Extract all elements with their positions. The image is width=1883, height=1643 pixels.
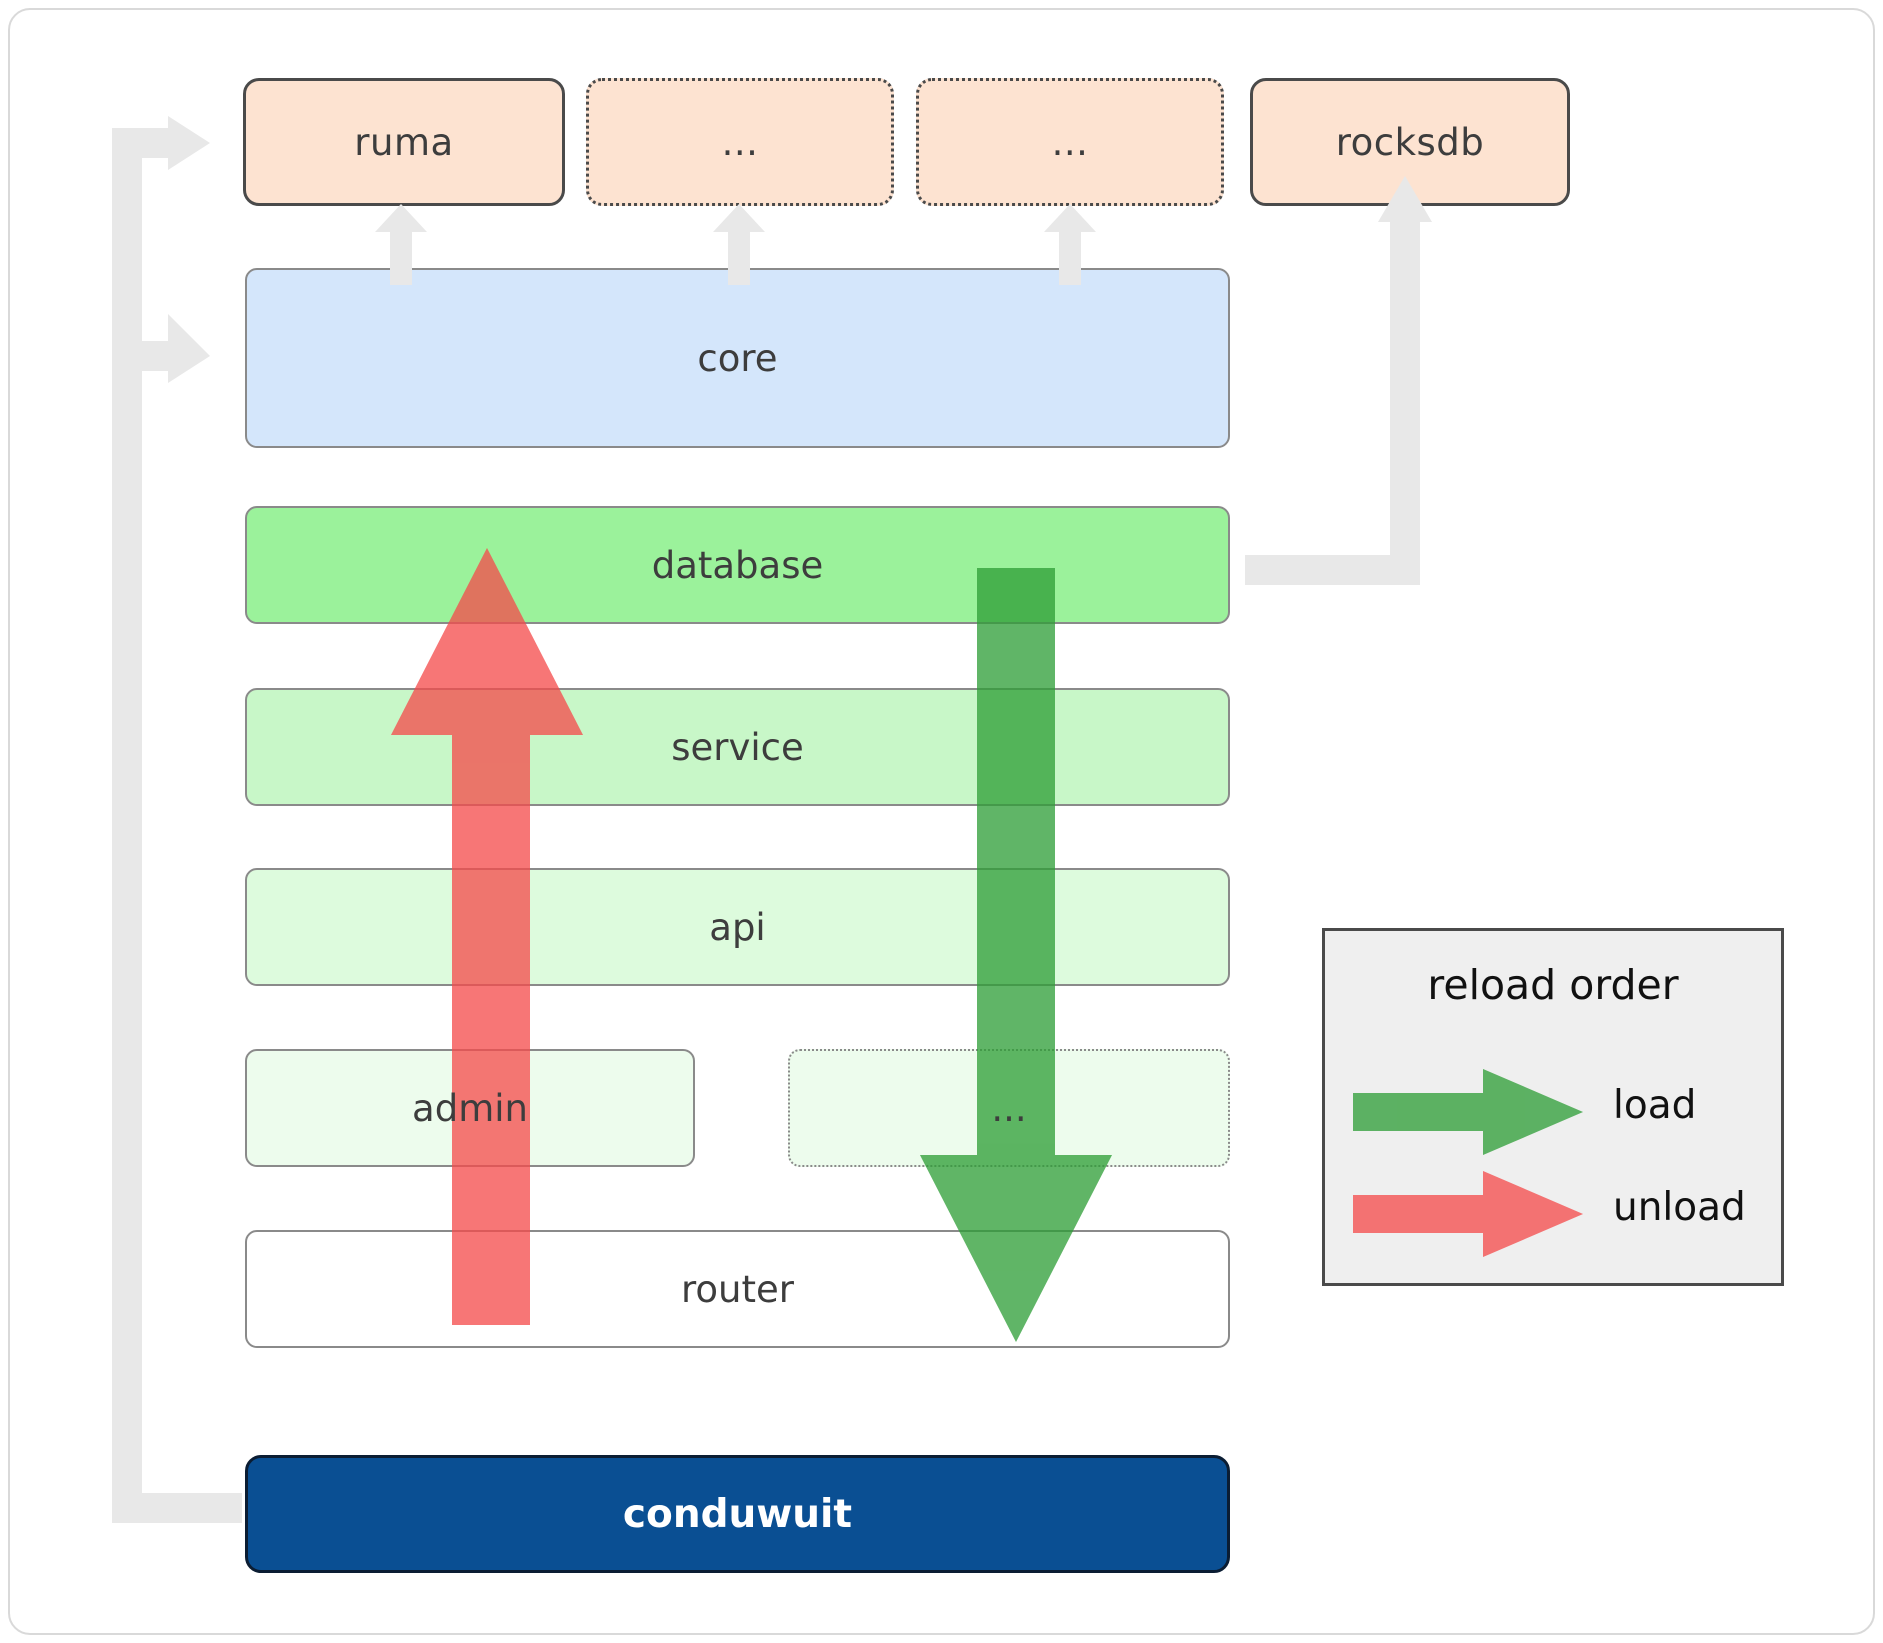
unload-arrow-icon — [1353, 1171, 1583, 1257]
layer-label: router — [681, 1267, 794, 1311]
legend-entry-unload: unload — [1325, 1169, 1781, 1259]
layer-box-api[interactable]: api — [245, 868, 1230, 986]
layer-box-conduwuit[interactable]: conduwuit — [245, 1455, 1230, 1573]
legend-panel: reload order load — [1322, 928, 1784, 1286]
layer-label: core — [697, 336, 778, 380]
dependency-box-more-2[interactable]: ... — [916, 78, 1224, 206]
load-arrow-icon — [1353, 1069, 1583, 1155]
dependency-label: ruma — [354, 120, 454, 164]
diagram-frame — [8, 8, 1875, 1635]
layer-label: ... — [991, 1086, 1027, 1130]
dependency-box-rocksdb[interactable]: rocksdb — [1250, 78, 1570, 206]
layer-box-database[interactable]: database — [245, 506, 1230, 624]
layer-box-service[interactable]: service — [245, 688, 1230, 806]
layer-box-admin[interactable]: admin — [245, 1049, 695, 1167]
legend-label: unload — [1613, 1185, 1746, 1230]
legend-title: reload order — [1427, 961, 1679, 1009]
layer-label: service — [671, 725, 804, 769]
dependency-box-more-1[interactable]: ... — [586, 78, 894, 206]
layer-label: conduwuit — [622, 1491, 853, 1537]
layer-label: admin — [412, 1086, 528, 1130]
dependency-label: ... — [1051, 120, 1089, 164]
dependency-box-ruma[interactable]: ruma — [243, 78, 565, 206]
layer-box-more[interactable]: ... — [788, 1049, 1230, 1167]
layer-label: api — [709, 905, 766, 949]
layer-label: database — [651, 543, 824, 587]
legend-entry-load: load — [1325, 1067, 1781, 1157]
layer-box-router[interactable]: router — [245, 1230, 1230, 1348]
layer-box-core[interactable]: core — [245, 268, 1230, 448]
dependency-label: ... — [721, 120, 759, 164]
dependency-label: rocksdb — [1335, 120, 1485, 164]
legend-label: load — [1613, 1083, 1697, 1128]
